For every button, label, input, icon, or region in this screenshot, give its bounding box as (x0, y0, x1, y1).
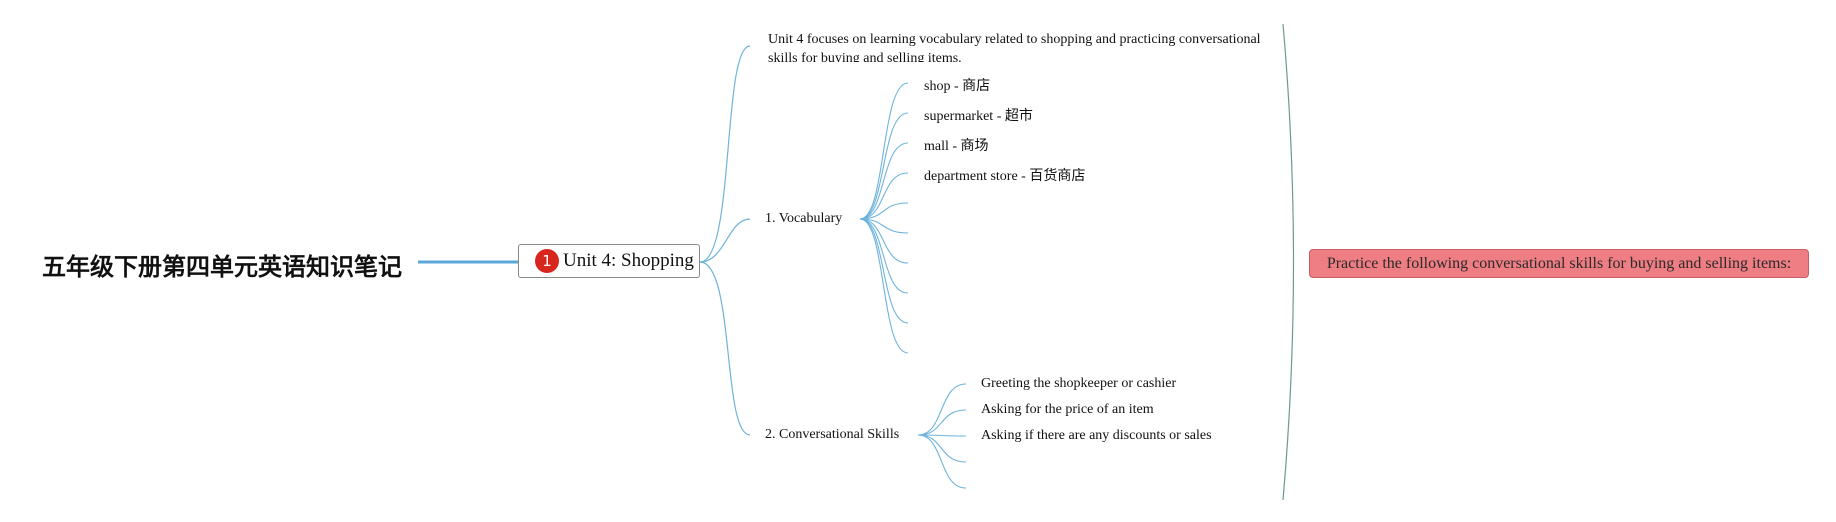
vocab-item[interactable]: department store - 百货商店 (924, 169, 1086, 184)
vocab-item[interactable]: shop - 商店 (924, 79, 991, 94)
branch-vocabulary-connector (699, 218, 751, 263)
vocab-item[interactable]: mall - 商场 (924, 139, 989, 154)
conversation-item[interactable]: Asking for the price of an item (981, 402, 1154, 417)
vocab-item[interactable]: supermarket - 超市 (924, 109, 1033, 124)
vocab-item-connector (859, 142, 909, 220)
branch-intro-connector (699, 45, 751, 263)
vocab-item-connector (859, 218, 909, 294)
root-title[interactable]: 五年级下册第四单元英语知识笔记 (42, 253, 402, 281)
vocab-item-connector (859, 82, 909, 220)
priority-badge: 1 (535, 249, 559, 273)
vocab-item-connector (859, 218, 909, 264)
conversation-item-connector (917, 434, 967, 463)
vocabulary-item-connectors (859, 82, 909, 354)
conversation-item[interactable]: Asking if there are any discounts or sal… (981, 428, 1212, 443)
vocab-item-connector (859, 218, 909, 324)
conversation-item-connector (917, 383, 967, 436)
central-topic-label: Unit 4: Shopping (563, 250, 694, 271)
branch-conversation-connector (699, 261, 751, 436)
summary-bracket (1282, 23, 1295, 501)
intro-note[interactable]: Unit 4 focuses on learning vocabulary re… (768, 32, 1261, 62)
vocabulary-topic[interactable]: 1. Vocabulary (765, 211, 843, 226)
conversation-topic[interactable]: 2. Conversational Skills (765, 427, 900, 442)
conversation-item[interactable]: Greeting the shopkeeper or cashier (981, 376, 1177, 391)
conversation-item-connectors (917, 383, 967, 489)
conversation-item-connector (917, 434, 967, 489)
vocab-item-connector (859, 202, 909, 220)
vocab-item-connector (859, 172, 909, 220)
vocab-item-connector (859, 218, 909, 354)
central-topic[interactable]: 1 Unit 4: Shopping (518, 244, 700, 278)
summary-callout[interactable]: Practice the following conversational sk… (1309, 249, 1809, 278)
vocab-item-connector (859, 218, 909, 234)
conversation-item-connector (917, 409, 967, 436)
vocab-item-connector (859, 112, 909, 220)
